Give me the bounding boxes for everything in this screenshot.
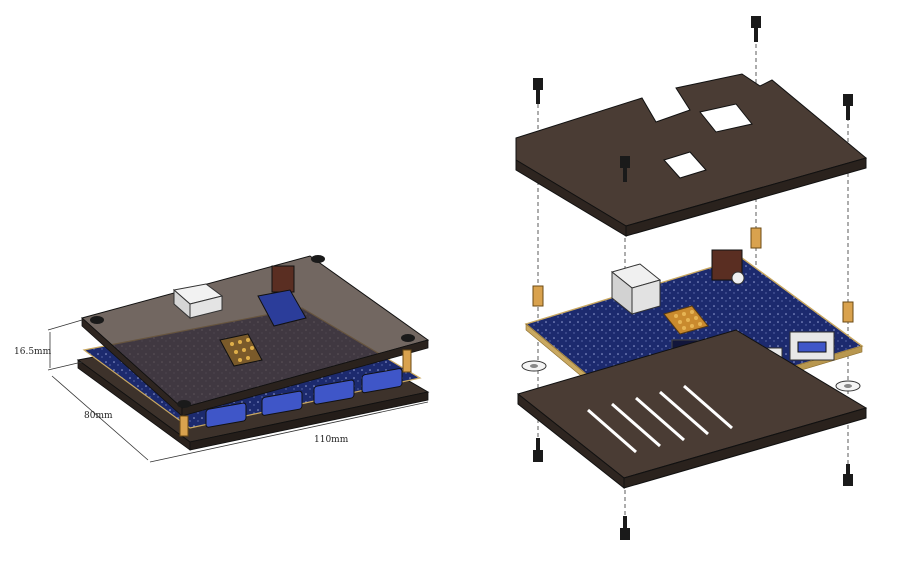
assembled-top-window bbox=[257, 289, 307, 327]
exploded-top-screws bbox=[533, 16, 853, 182]
usb-port-icon bbox=[261, 390, 303, 416]
dimension-height-label: 16.5mm bbox=[14, 347, 52, 357]
screw-icon bbox=[620, 156, 630, 182]
assembled-view: 16.5mm 80mm 110mm bbox=[14, 255, 430, 463]
top-plate-window-large bbox=[699, 103, 753, 133]
assembled-dc-jack bbox=[271, 265, 295, 293]
screw-icon bbox=[533, 78, 543, 104]
screw-icon bbox=[90, 316, 104, 324]
exploded-bottom-plate bbox=[516, 329, 868, 490]
usb-port-icon bbox=[313, 379, 355, 405]
assembled-standoffs bbox=[179, 349, 412, 437]
dimension-lines bbox=[47, 319, 429, 463]
pcb-heatsink bbox=[663, 305, 709, 335]
screw-icon bbox=[177, 400, 191, 408]
pcb-dc-jack bbox=[711, 249, 745, 285]
assembled-screws bbox=[90, 255, 415, 408]
standoff-icon bbox=[532, 285, 544, 307]
pcb-usb-b-connector bbox=[610, 263, 662, 316]
assembled-heatsink bbox=[219, 333, 263, 367]
screw-icon bbox=[533, 438, 543, 462]
standoff-icon bbox=[842, 301, 854, 323]
screw-icon bbox=[843, 464, 853, 486]
bottom-plate-slots bbox=[587, 384, 733, 454]
dimension-width-label: 80mm bbox=[84, 411, 113, 421]
assembled-usb-b-connector bbox=[172, 283, 224, 320]
screw-icon bbox=[311, 255, 325, 263]
assembled-usb-ports bbox=[205, 368, 403, 428]
screw-icon bbox=[843, 94, 853, 120]
standoff-icon bbox=[750, 227, 762, 249]
screw-icon bbox=[620, 516, 630, 540]
standoff-icon bbox=[402, 349, 412, 373]
screw-icon bbox=[751, 16, 761, 42]
dimension-length-label: 110mm bbox=[314, 435, 349, 445]
exploded-view bbox=[515, 16, 868, 540]
exploded-standoffs bbox=[532, 227, 854, 323]
standoff-icon bbox=[179, 415, 189, 437]
screw-icon bbox=[401, 334, 415, 342]
usb-port-icon bbox=[205, 402, 247, 428]
usb-port-icon bbox=[361, 368, 403, 394]
top-plate-window-small bbox=[663, 151, 707, 179]
exploded-bottom-screws bbox=[533, 438, 853, 540]
exploded-top-plate bbox=[515, 73, 868, 237]
usb-port-icon bbox=[789, 331, 835, 361]
